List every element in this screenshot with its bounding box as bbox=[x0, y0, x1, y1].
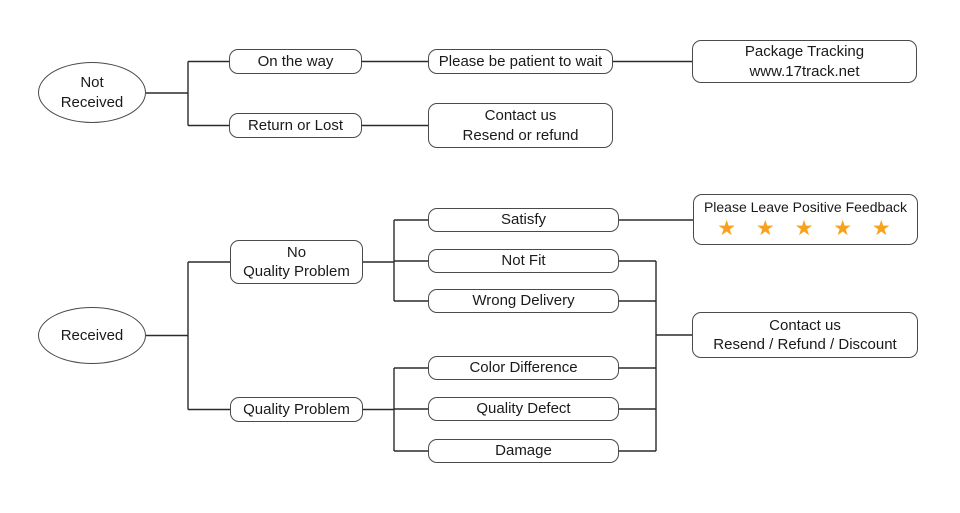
node-not-fit-label: Not Fit bbox=[501, 252, 546, 270]
node-contact-resend-refund-discount-label-line1: Contact us bbox=[769, 316, 841, 334]
node-positive-feedback: Please Leave Positive Feedback ★ ★ ★ ★ ★ bbox=[693, 194, 918, 245]
node-damage-label: Damage bbox=[495, 442, 552, 460]
node-package-tracking-label-line1: Package Tracking bbox=[744, 43, 865, 61]
node-no-quality-problem-label-line1: No bbox=[286, 243, 307, 261]
node-no-quality-problem-label-line2: Quality Problem bbox=[243, 263, 350, 280]
node-contact-resend-refund-discount: Contact us Resend / Refund / Discount bbox=[692, 312, 918, 358]
node-contact-resend-refund: Contact us Resend or refund bbox=[428, 103, 613, 148]
node-received: Received bbox=[38, 307, 146, 364]
node-quality-problem: Quality Problem bbox=[230, 397, 363, 422]
five-star-rating-icon: ★ ★ ★ ★ ★ bbox=[717, 217, 898, 241]
connector-quality-subtree bbox=[363, 261, 692, 452]
node-quality-defect: Quality Defect bbox=[428, 397, 619, 421]
node-quality-defect-label: Quality Defect bbox=[476, 400, 571, 418]
connector-no-quality-subtree bbox=[363, 219, 693, 302]
node-contact-resend-refund-label-line1: Contact us bbox=[484, 107, 557, 125]
node-please-wait-label: Please be patient to wait bbox=[438, 52, 603, 70]
node-not-received: Not Received bbox=[38, 62, 146, 123]
connector-not-received-branch bbox=[146, 60, 692, 127]
node-return-or-lost: Return or Lost bbox=[229, 113, 362, 138]
node-quality-problem-label: Quality Problem bbox=[243, 400, 350, 418]
node-not-fit: Not Fit bbox=[428, 249, 619, 273]
node-please-wait: Please be patient to wait bbox=[428, 49, 613, 74]
node-positive-feedback-label: Please Leave Positive Feedback bbox=[703, 198, 908, 215]
node-satisfy-label: Satisfy bbox=[500, 211, 546, 229]
node-color-difference: Color Difference bbox=[428, 356, 619, 380]
node-wrong-delivery: Wrong Delivery bbox=[428, 289, 619, 313]
node-package-tracking: Package Tracking www.17track.net bbox=[692, 40, 917, 83]
node-color-difference-label: Color Difference bbox=[469, 359, 578, 377]
node-return-or-lost-label: Return or Lost bbox=[247, 116, 344, 134]
node-not-received-label-line1: Not bbox=[80, 74, 104, 92]
node-damage: Damage bbox=[428, 439, 619, 463]
node-contact-resend-refund-discount-label-line2: Resend / Refund / Discount bbox=[713, 336, 897, 353]
node-on-the-way-label: On the way bbox=[257, 52, 334, 70]
node-on-the-way: On the way bbox=[229, 49, 362, 74]
node-package-tracking-label-line2: www.17track.net bbox=[749, 62, 860, 80]
connector-received-trunk bbox=[146, 261, 230, 411]
node-no-quality-problem: No Quality Problem bbox=[230, 240, 363, 284]
node-not-received-label-line2: Received bbox=[60, 93, 124, 111]
node-received-label: Received bbox=[60, 326, 124, 344]
node-contact-resend-refund-label-line2: Resend or refund bbox=[462, 126, 579, 144]
node-satisfy: Satisfy bbox=[428, 208, 619, 232]
node-wrong-delivery-label: Wrong Delivery bbox=[472, 292, 575, 310]
